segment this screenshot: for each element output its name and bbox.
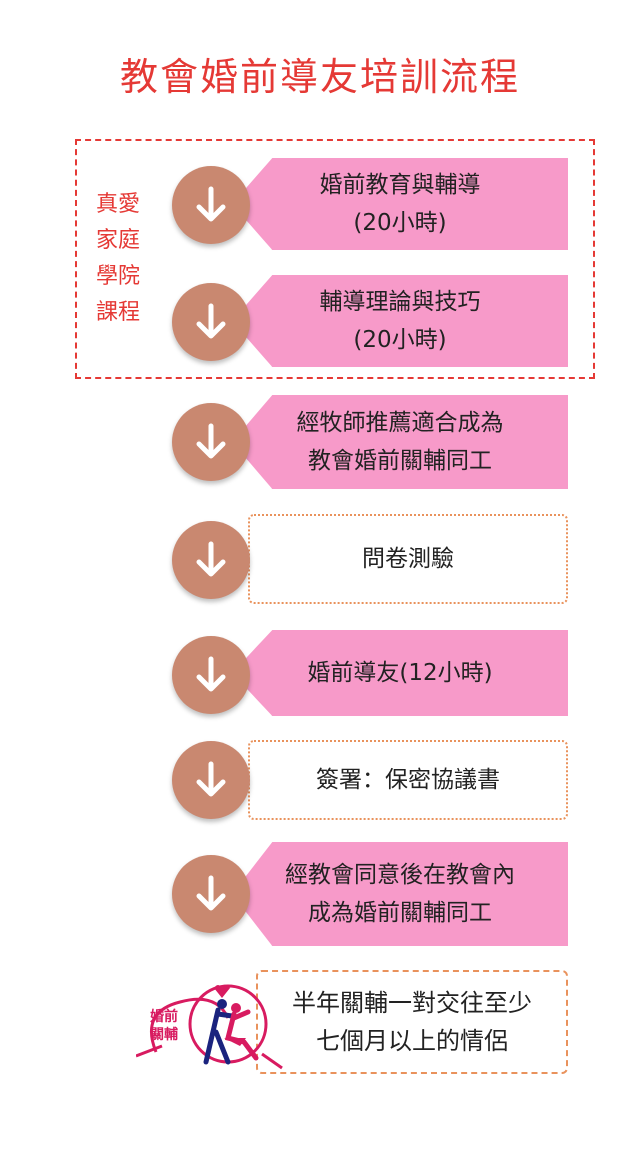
step-3-circle [172, 403, 250, 481]
group-label-line: 真愛 [96, 192, 141, 217]
step-2-banner: 輔導理論與技巧 (20小時) [232, 275, 568, 367]
logo-text-line: 婚前 [150, 1009, 178, 1025]
final-banner: 半年關輔一對交往至少 七個月以上的情侶 [256, 970, 568, 1074]
step-text-line: 簽署：保密協議書 [316, 767, 500, 793]
step-text-line: 婚前教育與輔導 [319, 172, 481, 198]
step-text-line: 輔導理論與技巧 [319, 289, 481, 315]
group-label-line: 家庭 [96, 228, 141, 253]
final-text-line: 半年關輔一對交往至少 [292, 989, 532, 1017]
couple-dancing-icon [135, 984, 283, 1070]
group-label-line: 課程 [96, 300, 141, 325]
step-text-line: 問卷測驗 [362, 546, 454, 572]
course-group-box [75, 139, 595, 379]
group-label-line: 學院 [96, 264, 141, 289]
step-6-circle [172, 741, 250, 819]
arrow-down-icon [196, 186, 226, 222]
arrow-down-icon [196, 423, 226, 459]
step-7-banner: 經教會同意後在教會內 成為婚前關輔同工 [232, 842, 568, 946]
step-text-line: 經教會同意後在教會內 [285, 862, 515, 888]
final-text-line: 七個月以上的情侶 [316, 1027, 508, 1055]
step-text-line: (20小時) [353, 210, 447, 236]
course-group-label: 真愛 家庭 學院 課程 [96, 187, 156, 331]
logo-text: 婚前 關輔 [144, 1008, 184, 1044]
arrow-down-icon [196, 303, 226, 339]
arrow-down-icon [196, 761, 226, 797]
step-1-banner: 婚前教育與輔導 (20小時) [232, 158, 568, 250]
arrow-down-icon [196, 875, 226, 911]
logo: 婚前 關輔 [135, 972, 286, 1082]
step-4-banner: 問卷測驗 [248, 514, 568, 604]
arrow-down-icon [196, 656, 226, 692]
page-title: 教會婚前導友培訓流程 [119, 55, 520, 99]
step-5-banner: 婚前導友(12小時) [232, 630, 568, 716]
step-5-circle [172, 636, 250, 714]
logo-text-line: 關輔 [150, 1027, 178, 1043]
step-2-circle [172, 283, 250, 361]
step-text-line: 教會婚前關輔同工 [308, 448, 492, 474]
step-1-circle [172, 166, 250, 244]
step-3-banner: 經牧師推薦適合成為 教會婚前關輔同工 [232, 395, 568, 489]
step-7-circle [172, 855, 250, 933]
arrow-down-icon [196, 541, 226, 577]
step-text-line: 經牧師推薦適合成為 [296, 410, 504, 436]
step-text-line: 成為婚前關輔同工 [308, 900, 492, 926]
step-6-banner: 簽署：保密協議書 [248, 740, 568, 820]
step-text-line: (20小時) [353, 327, 447, 353]
step-text-line: 婚前導友(12小時) [307, 660, 493, 686]
step-4-circle [172, 521, 250, 599]
